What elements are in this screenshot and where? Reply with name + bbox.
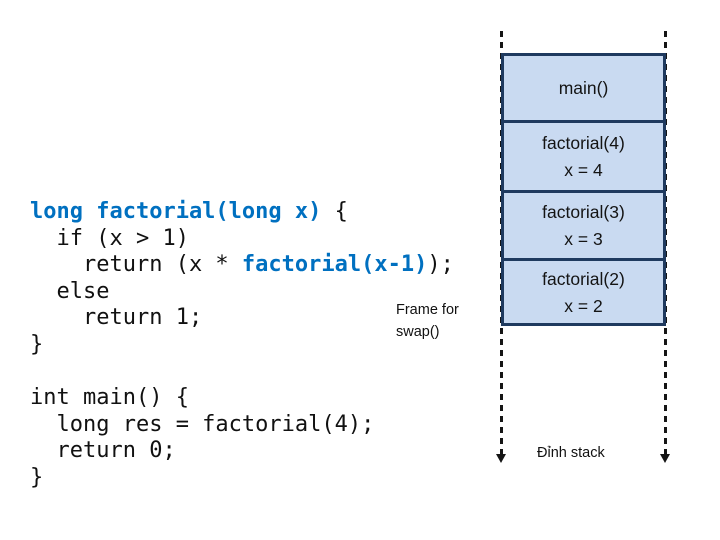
call-stack-column: main() factorial(4) x = 4 factorial(3) x… xyxy=(501,53,666,326)
frame-detail: x = 2 xyxy=(564,295,603,316)
stack-frame-factorial-4: factorial(4) x = 4 xyxy=(504,120,663,190)
code-line-main-signature: int main() { xyxy=(30,385,189,410)
code-block-factorial: long factorial(long x) { if (x > 1) retu… xyxy=(30,199,454,358)
stack-frame-main: main() xyxy=(504,56,663,120)
arrow-down-icon xyxy=(496,454,506,463)
stack-top-label: Đỉnh stack xyxy=(537,445,605,461)
code-line-close-brace: } xyxy=(30,331,44,357)
frame-detail: x = 4 xyxy=(564,160,603,180)
code-keyword-recursive-call: factorial(x-1) xyxy=(241,252,428,277)
code-line-main-return: return 0; xyxy=(30,438,176,463)
arrow-down-icon xyxy=(660,454,670,463)
frame-note-line1: Frame for xyxy=(396,302,459,318)
code-block-main: int main() { long res = factorial(4); re… xyxy=(30,385,374,491)
frame-note-line2: swap() xyxy=(396,324,440,340)
code-line-main-call: long res = factorial(4); xyxy=(30,411,375,437)
stack-frame-factorial-3: factorial(3) x = 3 xyxy=(504,190,663,258)
code-keyword-signature: long factorial(long x) xyxy=(30,199,322,224)
code-line-return-recursive: return (x * factorial(x-1)); xyxy=(30,252,454,277)
frame-name: main() xyxy=(558,78,609,98)
frame-name: factorial(4) xyxy=(542,133,625,153)
frame-name: factorial(3) xyxy=(542,202,625,222)
code-line-main-close-brace: } xyxy=(30,464,44,490)
code-line-else: else xyxy=(30,278,110,304)
stack-frame-factorial-2: factorial(2) x = 2 xyxy=(504,258,663,323)
code-line-signature: long factorial(long x) { xyxy=(30,199,348,224)
frame-detail: x = 3 xyxy=(564,229,603,249)
code-line-return-one: return 1; xyxy=(30,305,203,330)
code-line-if: if (x > 1) xyxy=(30,225,189,251)
frame-note: Frame for swap() xyxy=(396,299,459,343)
frame-name: factorial(2) xyxy=(542,268,625,289)
